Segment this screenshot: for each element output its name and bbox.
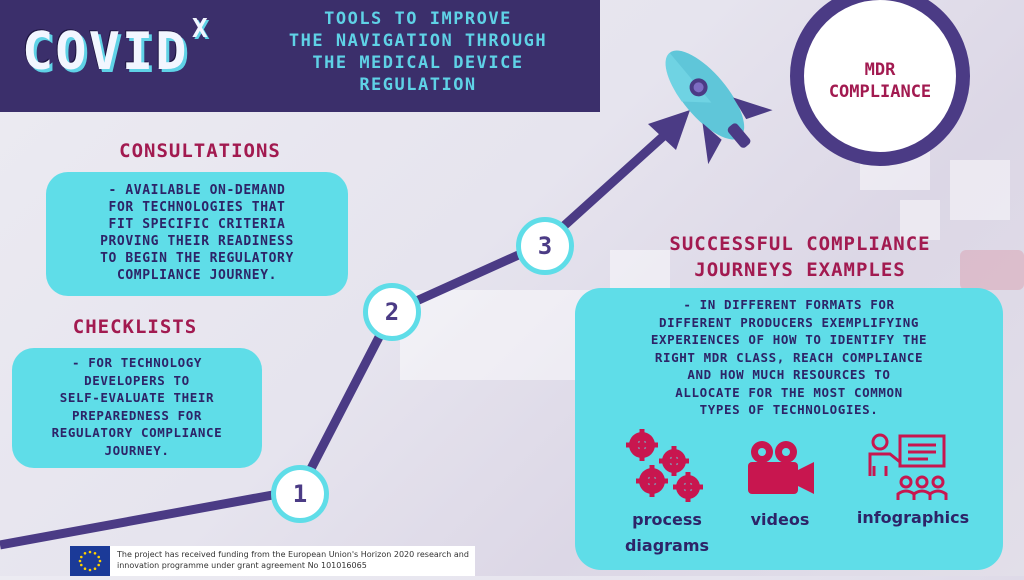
- background-pixel: [900, 200, 940, 240]
- gears-icon: [626, 429, 703, 502]
- checklists-box: - FOR TECHNOLOGY DEVELOPERS TO SELF-EVAL…: [12, 348, 262, 468]
- consultations-box: - AVAILABLE ON-DEMAND FOR TECHNOLOGIES T…: [46, 172, 348, 296]
- infographics-label: infographics: [856, 508, 970, 527]
- page-title: TOOLS TO IMPROVE THE NAVIGATION THROUGH …: [288, 9, 548, 95]
- step-3-marker: 3: [516, 217, 574, 275]
- video-camera-icon: [748, 441, 814, 494]
- background-pixel: [950, 160, 1010, 220]
- eu-flag-icon: [70, 546, 110, 576]
- background-pixel: [610, 250, 670, 290]
- funding-footer: The project has received funding from th…: [70, 546, 475, 576]
- covidx-logo: COVID: [22, 22, 189, 82]
- background-pixel: [400, 290, 600, 380]
- process-diagrams-label: process diagrams: [624, 510, 710, 555]
- covidx-logo-superscript: X: [192, 14, 208, 44]
- mdr-compliance-label: MDR COMPLIANCE: [828, 60, 932, 102]
- rocket-icon: [665, 50, 773, 165]
- header-banner: [0, 0, 600, 112]
- examples-text: - IN DIFFERENT FORMATS FOR DIFFERENT PRO…: [650, 297, 928, 417]
- examples-title: SUCCESSFUL COMPLIANCE JOURNEYS EXAMPLES: [669, 233, 931, 281]
- background-glow: [960, 250, 1024, 290]
- step-1-marker: 1: [271, 465, 329, 523]
- funding-statement: The project has received funding from th…: [117, 550, 469, 570]
- checklists-title: CHECKLISTS: [72, 316, 198, 338]
- presentation-icon: [868, 433, 948, 500]
- videos-label: videos: [750, 510, 810, 529]
- arrow-head-icon: [648, 110, 690, 150]
- consultations-title: CONSULTATIONS: [119, 140, 281, 162]
- step-2-marker: 2: [363, 283, 421, 341]
- examples-box: [575, 288, 1003, 570]
